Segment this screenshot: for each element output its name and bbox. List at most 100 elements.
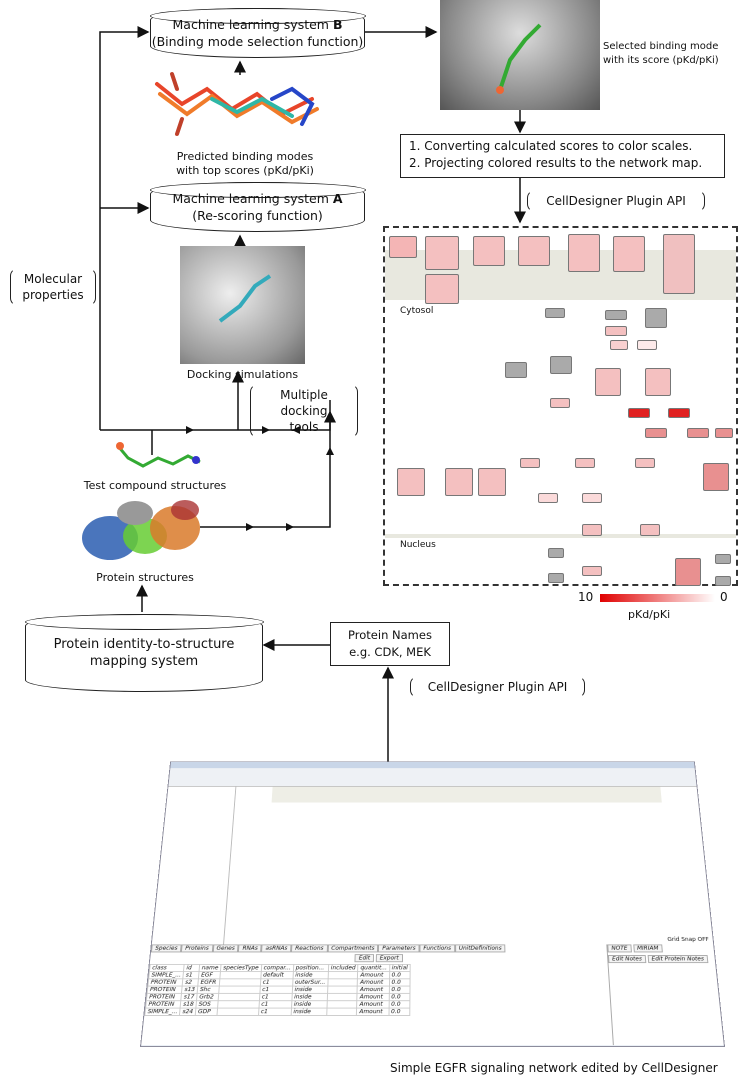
table-row[interactable]: PROTEINs17Grb2c1insideAmount0.0 — [146, 993, 410, 1000]
table-cell[interactable]: 0.0 — [389, 1001, 410, 1008]
tab-reactions[interactable]: Reactions — [291, 944, 328, 952]
table-row[interactable]: PROTEINs18SOSc1insideAmount0.0 — [146, 1001, 410, 1008]
table-cell[interactable] — [327, 1001, 357, 1008]
table-cell[interactable]: s1 — [183, 972, 199, 979]
table-cell[interactable]: s13 — [182, 986, 198, 993]
table-cell[interactable] — [327, 993, 357, 1000]
table-cell[interactable]: PROTEIN — [148, 979, 183, 986]
network-node[interactable] — [637, 340, 657, 350]
tab-rnas[interactable]: RNAs — [238, 944, 262, 952]
edit-button[interactable]: Edit — [355, 954, 374, 962]
network-node[interactable] — [389, 236, 417, 258]
table-cell[interactable]: 0.0 — [389, 993, 410, 1000]
table-cell[interactable]: s2 — [182, 979, 198, 986]
table-cell[interactable] — [220, 972, 261, 979]
table-cell[interactable]: c1 — [260, 979, 293, 986]
canvas[interactable]: Grid Snap OFF — [224, 787, 713, 945]
table-row[interactable]: SIMPLE_...s24GDP c1inside Amount0.0 — [145, 1008, 410, 1015]
table-cell[interactable]: Shc — [197, 986, 219, 993]
column-header[interactable]: name — [199, 964, 221, 971]
column-header[interactable]: quantit... — [358, 964, 389, 971]
table-cell[interactable]: inside — [291, 993, 327, 1000]
table-cell[interactable]: default — [260, 972, 293, 979]
network-node[interactable] — [397, 468, 425, 496]
table-cell[interactable]: inside — [293, 972, 329, 979]
table-row[interactable]: PROTEINs2EGFR c1outerSur... Amount0.0 — [148, 979, 410, 986]
table-cell[interactable]: c1 — [260, 986, 293, 993]
table-cell[interactable]: inside — [291, 1008, 327, 1015]
network-node[interactable] — [478, 468, 506, 496]
tab-parameters[interactable]: Parameters — [378, 944, 419, 952]
table-cell[interactable]: c1 — [258, 1008, 291, 1015]
table-cell[interactable]: Amount — [357, 1001, 389, 1008]
network-node[interactable] — [425, 274, 459, 304]
export-button[interactable]: Export — [376, 954, 403, 962]
table-cell[interactable]: SIMPLE_... — [145, 1008, 181, 1015]
network-node[interactable] — [715, 576, 731, 586]
network-node[interactable] — [645, 428, 667, 438]
table-cell[interactable]: 0.0 — [389, 986, 410, 993]
table-cell[interactable]: 0.0 — [389, 1008, 410, 1015]
table-cell[interactable]: PROTEIN — [147, 986, 182, 993]
table-cell[interactable] — [327, 986, 357, 993]
column-header[interactable]: id — [184, 964, 200, 971]
tab-genes[interactable]: Genes — [212, 944, 239, 952]
table-cell[interactable]: s18 — [180, 1001, 196, 1008]
network-node[interactable] — [550, 356, 572, 374]
table-cell[interactable]: inside — [292, 986, 328, 993]
network-node[interactable] — [635, 458, 655, 468]
table-cell[interactable] — [328, 979, 358, 986]
table-cell[interactable]: Amount — [357, 1008, 389, 1015]
network-node[interactable] — [613, 236, 645, 272]
network-node[interactable] — [548, 548, 564, 558]
table-cell[interactable]: 0.0 — [389, 979, 410, 986]
table-cell[interactable]: GDP — [195, 1008, 217, 1015]
table-cell[interactable] — [327, 1008, 357, 1015]
network-node[interactable] — [445, 468, 473, 496]
network-node[interactable] — [582, 524, 602, 536]
tab-functions[interactable]: Functions — [419, 944, 454, 952]
table-row[interactable]: PROTEINs13Shc c1inside Amount0.0 — [147, 986, 410, 993]
network-node[interactable] — [545, 308, 565, 318]
table-cell[interactable]: Amount — [358, 972, 390, 979]
table-cell[interactable]: outerSur... — [292, 979, 328, 986]
edit-protein-notes-button[interactable]: Edit Protein Notes — [647, 955, 708, 963]
tab-note[interactable]: NOTE — [607, 944, 631, 952]
table-cell[interactable]: PROTEIN — [146, 1001, 181, 1008]
column-header[interactable]: class — [149, 964, 184, 971]
network-node[interactable] — [605, 326, 627, 336]
network-node[interactable] — [505, 362, 527, 378]
table-cell[interactable]: EGFR — [198, 979, 220, 986]
tree-panel[interactable] — [152, 787, 237, 945]
table-cell[interactable]: Grb2 — [197, 993, 219, 1000]
tab-compartments[interactable]: Compartments — [327, 944, 378, 952]
network-node[interactable] — [595, 368, 621, 396]
table-cell[interactable] — [218, 993, 259, 1000]
tab-unitdefinitions[interactable]: UnitDefinitions — [455, 944, 506, 952]
table-cell[interactable] — [219, 979, 260, 986]
table-cell[interactable]: s24 — [180, 1008, 196, 1015]
tab-species[interactable]: Species — [151, 944, 182, 952]
table-cell[interactable]: Amount — [357, 993, 389, 1000]
network-node[interactable] — [610, 340, 628, 350]
table-cell[interactable]: Amount — [358, 979, 390, 986]
table-row[interactable]: SIMPLE_...s1EGFdefaultinsideAmount0.0 — [149, 972, 410, 979]
network-node[interactable] — [568, 234, 600, 272]
table-cell[interactable]: SOS — [196, 1001, 218, 1008]
network-node[interactable] — [645, 308, 667, 328]
network-node[interactable] — [473, 236, 505, 266]
table-cell[interactable] — [219, 986, 260, 993]
network-node[interactable] — [628, 408, 650, 418]
tab-asrnas[interactable]: asRNAs — [261, 944, 291, 952]
network-node[interactable] — [645, 368, 671, 396]
table-cell[interactable]: EGF — [198, 972, 220, 979]
table-cell[interactable] — [218, 1001, 259, 1008]
table-cell[interactable]: Amount — [357, 986, 389, 993]
table-cell[interactable]: PROTEIN — [146, 993, 181, 1000]
network-node[interactable] — [550, 398, 570, 408]
network-node[interactable] — [703, 463, 729, 491]
tab-proteins[interactable]: Proteins — [181, 944, 213, 952]
network-node[interactable] — [640, 524, 660, 536]
network-node[interactable] — [675, 558, 701, 586]
network-node[interactable] — [582, 566, 602, 576]
